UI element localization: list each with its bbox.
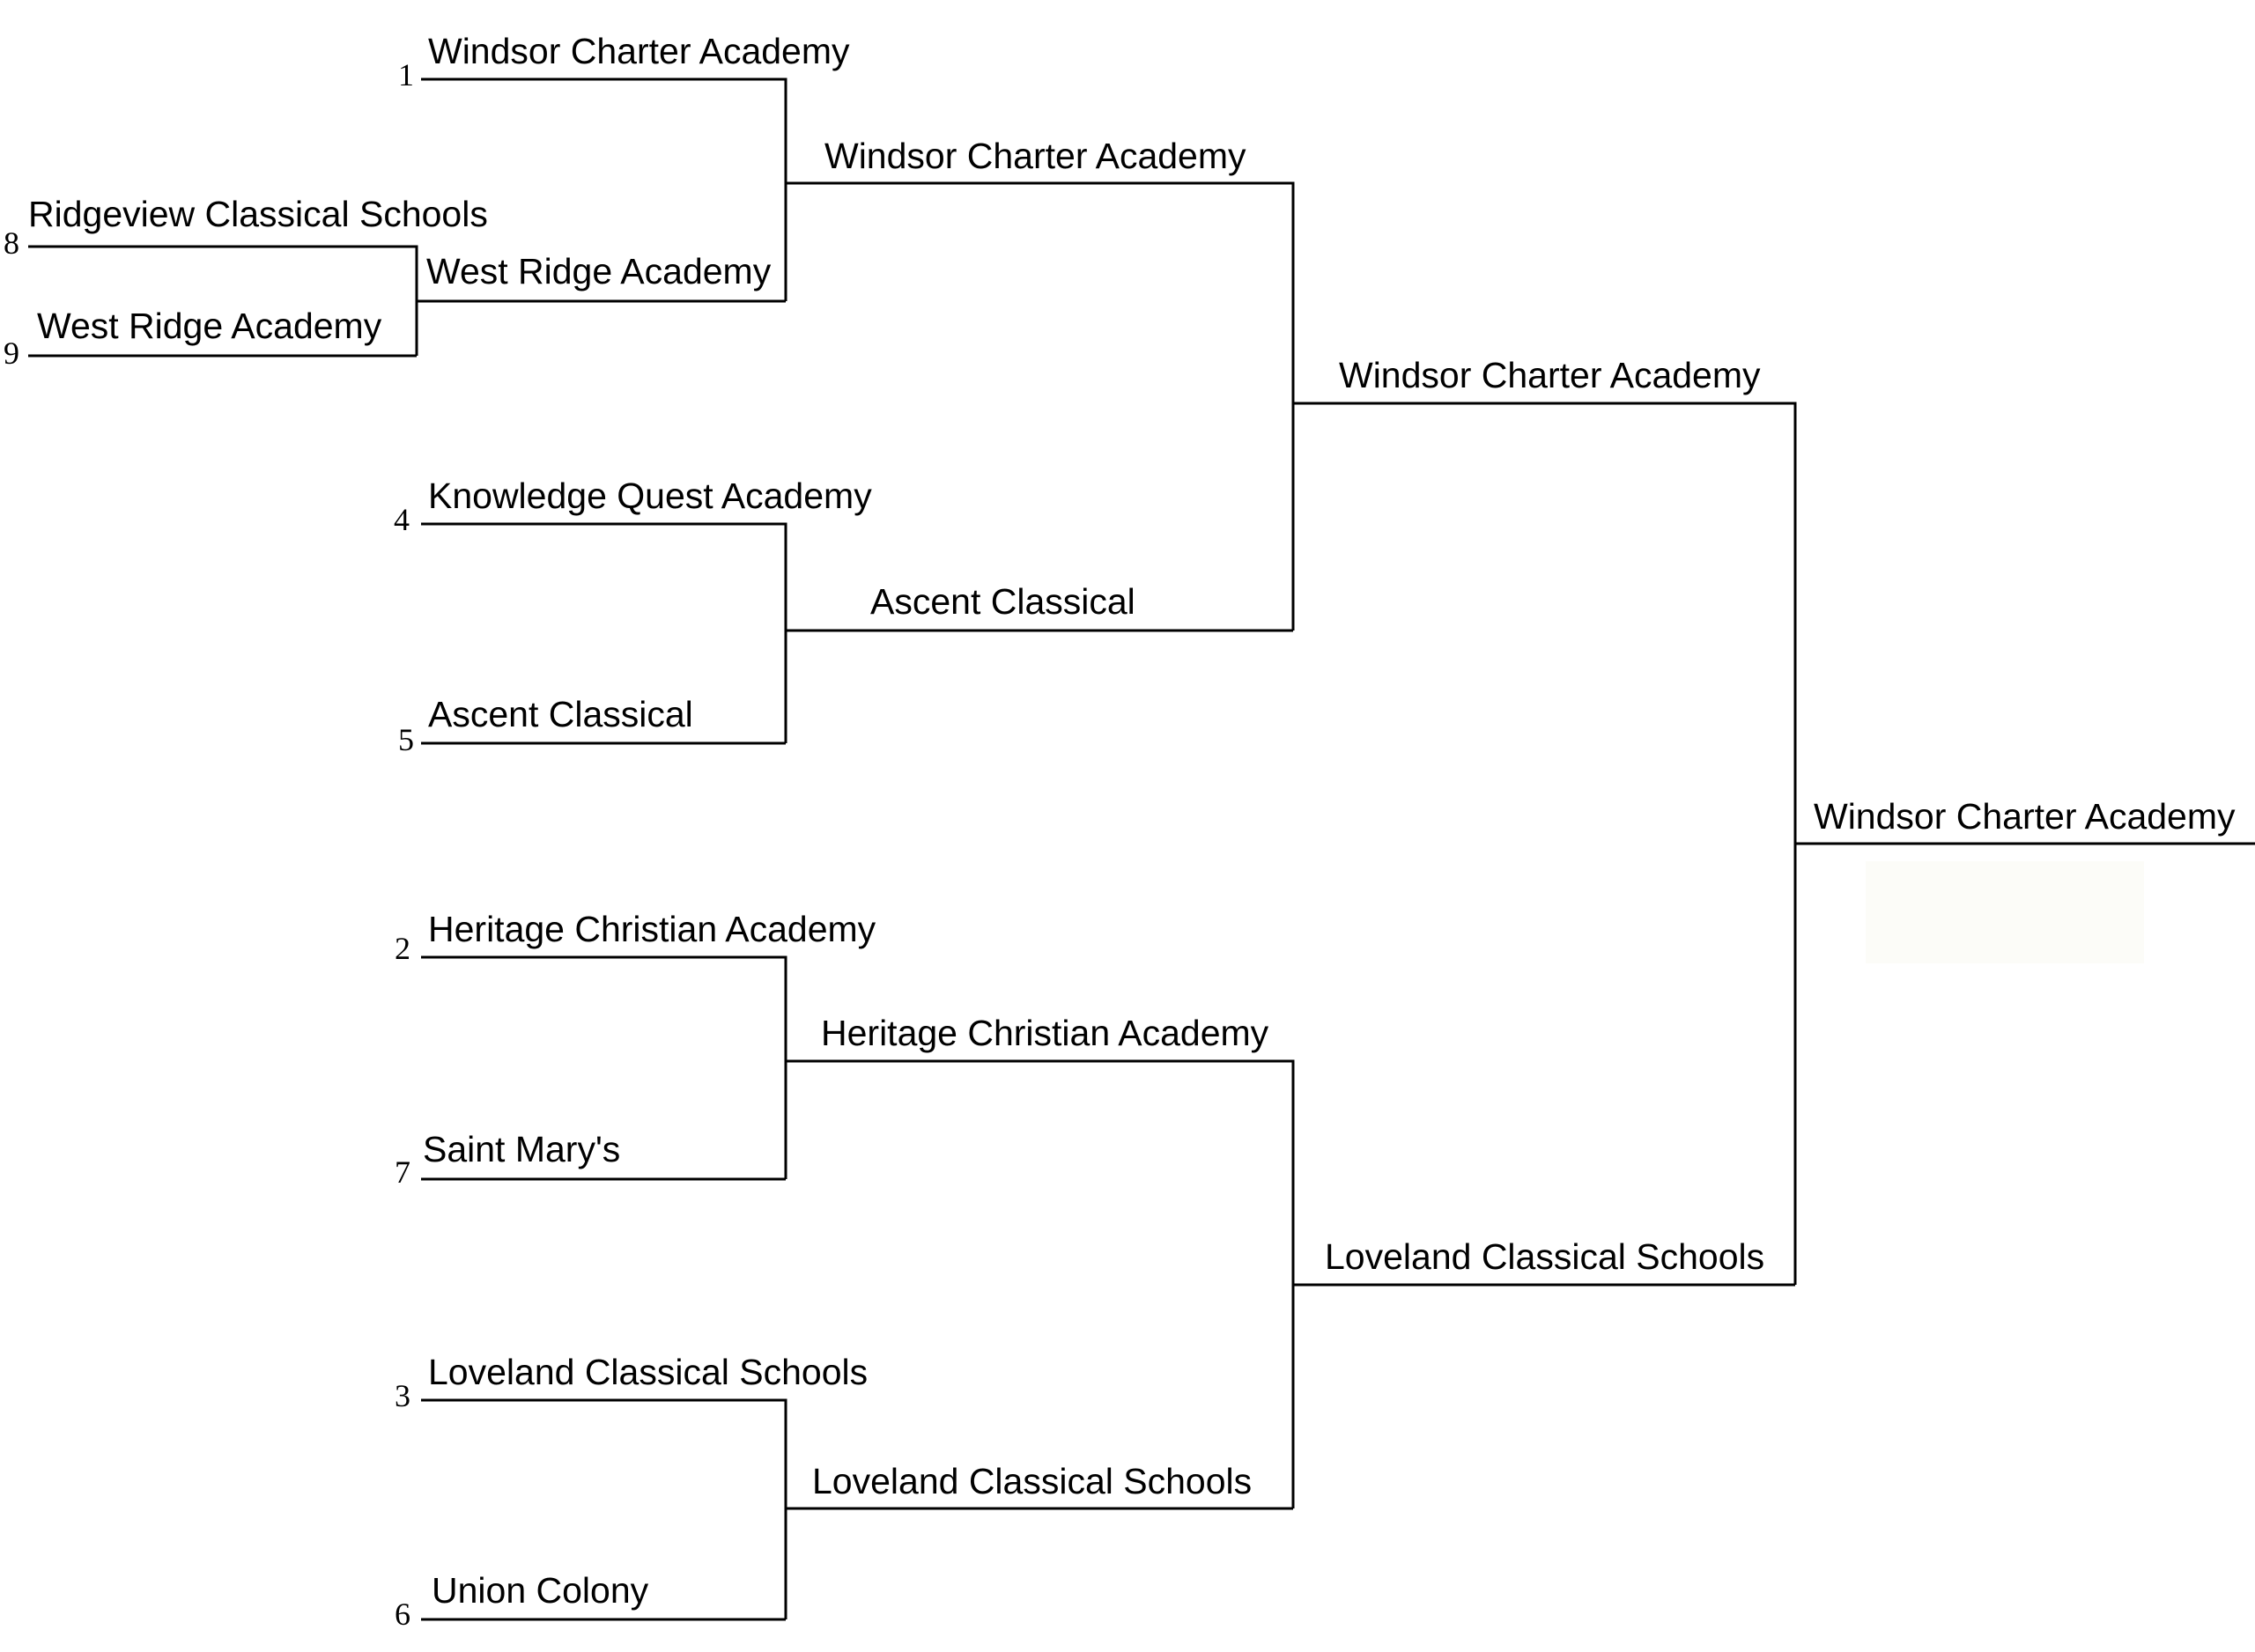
sf-m1-top-team: Windsor Charter Academy [824, 136, 1246, 176]
r2-m1-top-team: Windsor Charter Academy [428, 31, 850, 71]
r2-m1-bottom-team: West Ridge Academy [426, 251, 772, 291]
r2-m3-bottom-seed: 7 [395, 1154, 410, 1190]
sf-m1-bottom-team: Ascent Classical [870, 581, 1135, 622]
r2-m3-top-seed: 2 [395, 931, 410, 966]
r2-m4-top-line [421, 1398, 787, 1619]
r2-m4-bottom-seed: 6 [395, 1597, 410, 1632]
sf-m2-top-team: Heritage Christian Academy [821, 1013, 1269, 1053]
final-top-team: Windsor Charter Academy [1339, 355, 1761, 395]
r2-m2-top-line [421, 522, 787, 743]
r2-m3-top-team: Heritage Christian Academy [428, 909, 876, 949]
sf-m1-top-line [786, 181, 1295, 631]
r2-m4-top-team: Loveland Classical Schools [428, 1352, 869, 1392]
r2-m1-top-seed: 1 [398, 57, 414, 92]
final-bottom-team: Loveland Classical Schools [1325, 1236, 1765, 1277]
r2-m2-top-team: Knowledge Quest Academy [428, 476, 872, 516]
r2-m1-top-line [421, 77, 787, 301]
playin-bottom-team: West Ridge Academy [37, 306, 382, 346]
sf-m2-bottom-team: Loveland Classical Schools [812, 1461, 1253, 1501]
r2-m4-top-seed: 3 [395, 1378, 410, 1413]
sf-m2-top-line [786, 1059, 1295, 1508]
r2-m2-top-seed: 4 [394, 502, 410, 537]
playin-bottom-seed: 9 [4, 336, 19, 371]
champion-team: Windsor Charter Academy [1814, 796, 2236, 837]
r2-m3-top-line [421, 955, 787, 1179]
playin-top-line [28, 245, 418, 356]
r2-m3-bottom-team: Saint Mary's [423, 1129, 621, 1169]
champion-placeholder-box [1866, 861, 2144, 963]
final-top-line [1293, 402, 1797, 1285]
playin-top-team: Ridgeview Classical Schools [28, 194, 488, 234]
r2-m2-bottom-seed: 5 [398, 722, 414, 757]
r2-m4-bottom-team: Union Colony [432, 1570, 649, 1611]
r2-m2-bottom-team: Ascent Classical [428, 694, 693, 734]
playin-top-seed: 8 [4, 225, 19, 261]
